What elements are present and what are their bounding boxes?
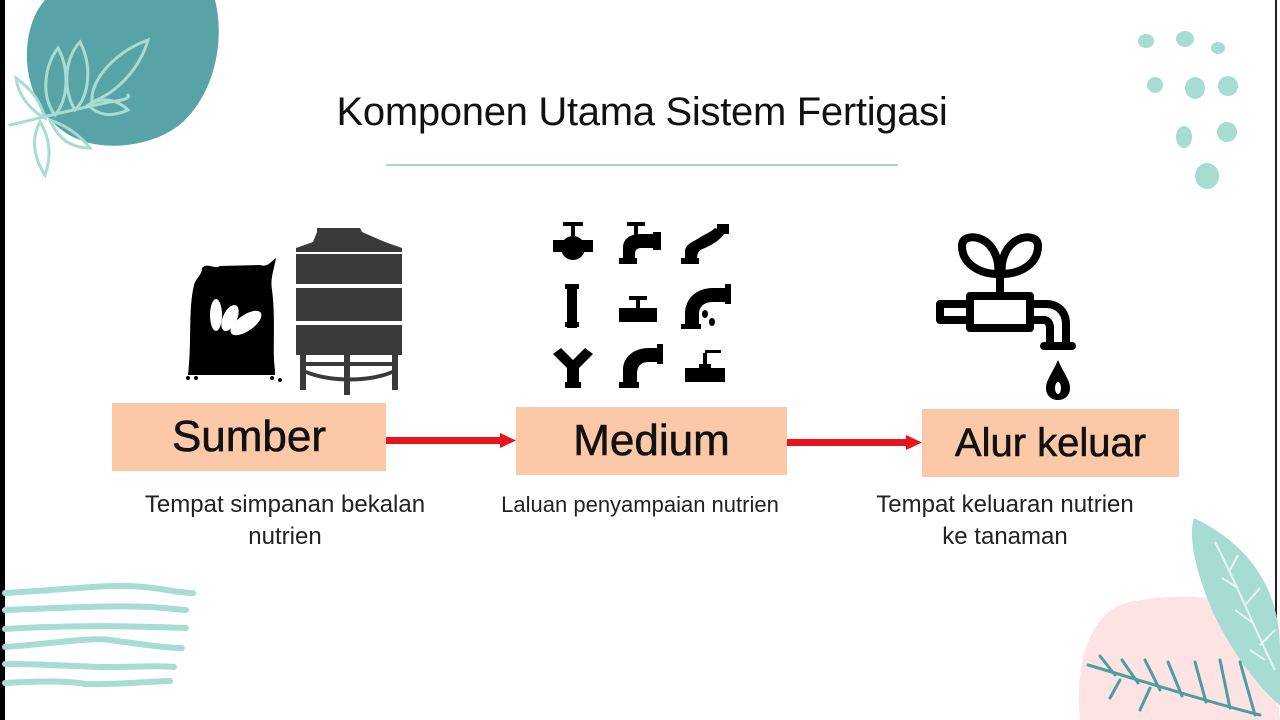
component-box-medium: Medium: [516, 407, 787, 475]
dots-decoration-icon: [1138, 31, 1238, 189]
component-description-sumber: Tempat simpanan bekalan nutrien: [100, 489, 470, 553]
slide-title: Komponen Utama Sistem Fertigasi: [336, 90, 948, 134]
faucet-with-sprout-icon: [936, 233, 1076, 400]
fertilizer-sack-icon: [186, 228, 402, 395]
description-line: nutrien: [248, 523, 322, 550]
description-line: Tempat simpanan bekalan: [144, 491, 426, 518]
title-divider: [386, 164, 898, 166]
arrow-right-icon: [787, 435, 922, 450]
component-box-sumber: Sumber: [112, 403, 386, 471]
arrow-right-icon: [386, 433, 516, 448]
description-line: Laluan penyampaian nutrien: [501, 492, 779, 517]
description-line: ke tanaman: [942, 523, 1068, 550]
pipe-fittings-grid-icon: [553, 222, 731, 388]
leaf-blob-decoration-icon: [8, 0, 219, 179]
component-box-alur-keluar: Alur keluar: [922, 409, 1179, 477]
slide-left-border: [0, 0, 5, 720]
slide-right-border: [1275, 0, 1277, 720]
leaf-pink-decoration-icon: [1078, 518, 1280, 720]
wavy-lines-decoration-icon: [2, 582, 196, 688]
component-description-medium: Laluan penyampaian nutrien: [470, 489, 810, 521]
component-description-alur-keluar: Tempat keluaran nutrien ke tanaman: [840, 489, 1170, 553]
description-line: Tempat keluaran nutrien: [876, 491, 1134, 518]
